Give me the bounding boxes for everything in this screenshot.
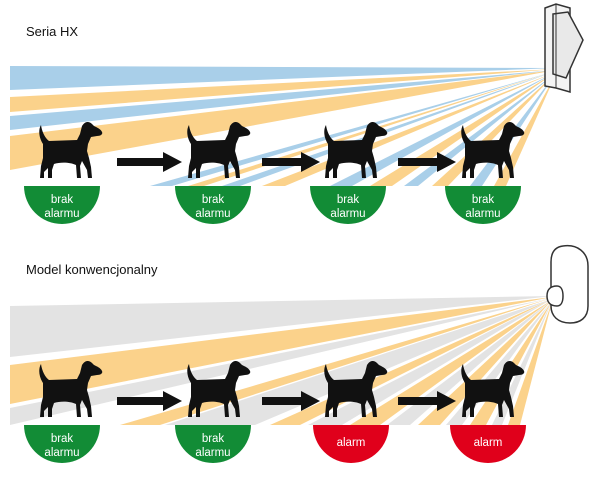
arrow-right-icon [117, 152, 182, 172]
status-badge: alarm [313, 425, 389, 463]
panel-title-conventional: Model konwencjonalny [26, 262, 158, 277]
beam-grey [387, 300, 552, 425]
beam-blue [10, 70, 556, 130]
beam-orange [418, 300, 552, 425]
beam-blue [10, 66, 556, 90]
panel-title-hx: Seria HX [26, 24, 79, 39]
status-badge: brak alarmu [175, 186, 251, 224]
status-badge: brak alarmu [175, 425, 251, 463]
svg-text:brak: brak [337, 194, 360, 206]
beam-orange [10, 70, 556, 170]
beam-orange [10, 297, 552, 404]
svg-text:alarm: alarm [474, 437, 503, 449]
arrow-right-icon [117, 391, 182, 411]
oval-wall-sensor-icon [546, 244, 589, 324]
svg-text:brak: brak [51, 194, 74, 206]
arrow-right-icon [398, 152, 456, 172]
beam-blue [150, 71, 556, 186]
arrow-right-icon [398, 391, 456, 411]
svg-text:brak: brak [202, 194, 225, 206]
svg-text:alarmu: alarmu [465, 208, 500, 220]
beam-grey [10, 296, 552, 357]
beam-grey [165, 299, 552, 425]
svg-text:alarmu: alarmu [44, 447, 79, 459]
status-badge: alarm [450, 425, 526, 463]
arrow-right-icon [262, 391, 320, 411]
status-badge: brak alarmu [445, 186, 521, 224]
arrow-right-icon [262, 152, 320, 172]
beam-grey [10, 298, 552, 425]
svg-text:brak: brak [472, 194, 495, 206]
beam-orange [432, 73, 556, 186]
beam-fan-conventional [10, 296, 552, 425]
status-badge: brak alarmu [24, 425, 100, 463]
svg-text:alarm: alarm [337, 437, 366, 449]
svg-text:alarmu: alarmu [195, 208, 230, 220]
svg-text:brak: brak [202, 433, 225, 445]
beam-blue [330, 72, 556, 186]
rectangular-wall-sensor-icon [544, 3, 584, 93]
beam-orange [350, 300, 552, 425]
beam-orange [10, 69, 556, 112]
status-badge: brak alarmu [24, 186, 100, 224]
status-badge: brak alarmu [310, 186, 386, 224]
svg-text:alarmu: alarmu [330, 208, 365, 220]
svg-text:alarmu: alarmu [44, 208, 79, 220]
svg-text:brak: brak [51, 433, 74, 445]
svg-text:alarmu: alarmu [195, 447, 230, 459]
beam-orange [508, 302, 552, 425]
